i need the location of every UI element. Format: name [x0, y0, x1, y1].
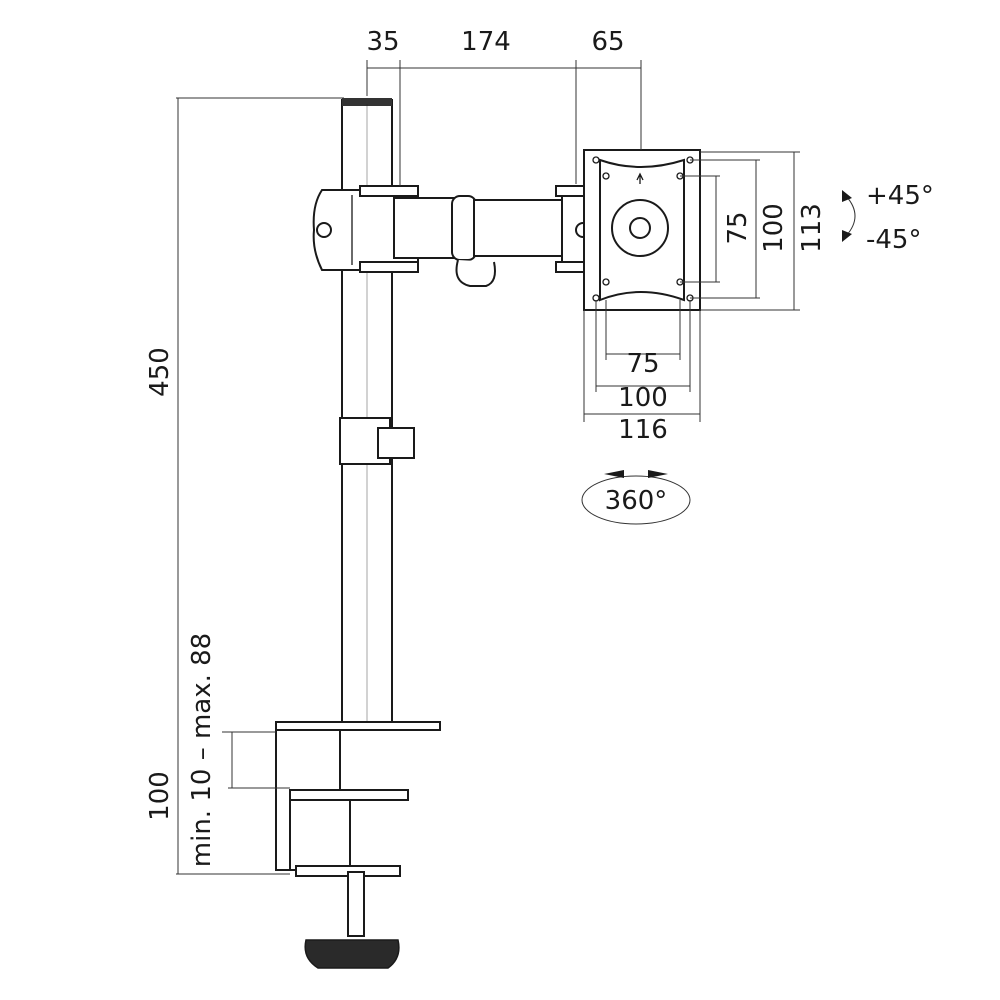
- desk-clamp: [275, 721, 441, 969]
- dim-vesa-small-v: 75: [723, 211, 753, 244]
- arm: [393, 195, 567, 287]
- tilt-up-label: +45°: [866, 181, 934, 211]
- dim-vesa-large-h: 100: [618, 383, 668, 413]
- dim-total-height: 450: [145, 347, 175, 397]
- dimension-lines: [176, 60, 800, 875]
- tilt-down-label: -45°: [866, 225, 921, 255]
- top-joint: [312, 185, 419, 273]
- dim-vesa-large-v: 100: [759, 203, 789, 253]
- cable-clip: [339, 417, 415, 465]
- tilt-symbol: [842, 190, 856, 242]
- dim-plate-height: 113: [797, 203, 827, 253]
- dim-plate-width: 116: [618, 415, 668, 445]
- vesa-plate: [583, 149, 701, 311]
- rotation-360-label: 360°: [605, 486, 668, 516]
- dim-offset-top: 35: [366, 27, 399, 57]
- dim-vesa-small-h: 75: [626, 349, 659, 379]
- dim-clamp-height: 100: [145, 771, 175, 821]
- dim-arm-length: 174: [461, 27, 511, 57]
- dim-plate-offset: 65: [591, 27, 624, 57]
- head-joint: [555, 185, 591, 273]
- rotation-360-symbol: [581, 470, 691, 525]
- dim-desk-thickness: min. 10 – max. 88: [187, 633, 217, 867]
